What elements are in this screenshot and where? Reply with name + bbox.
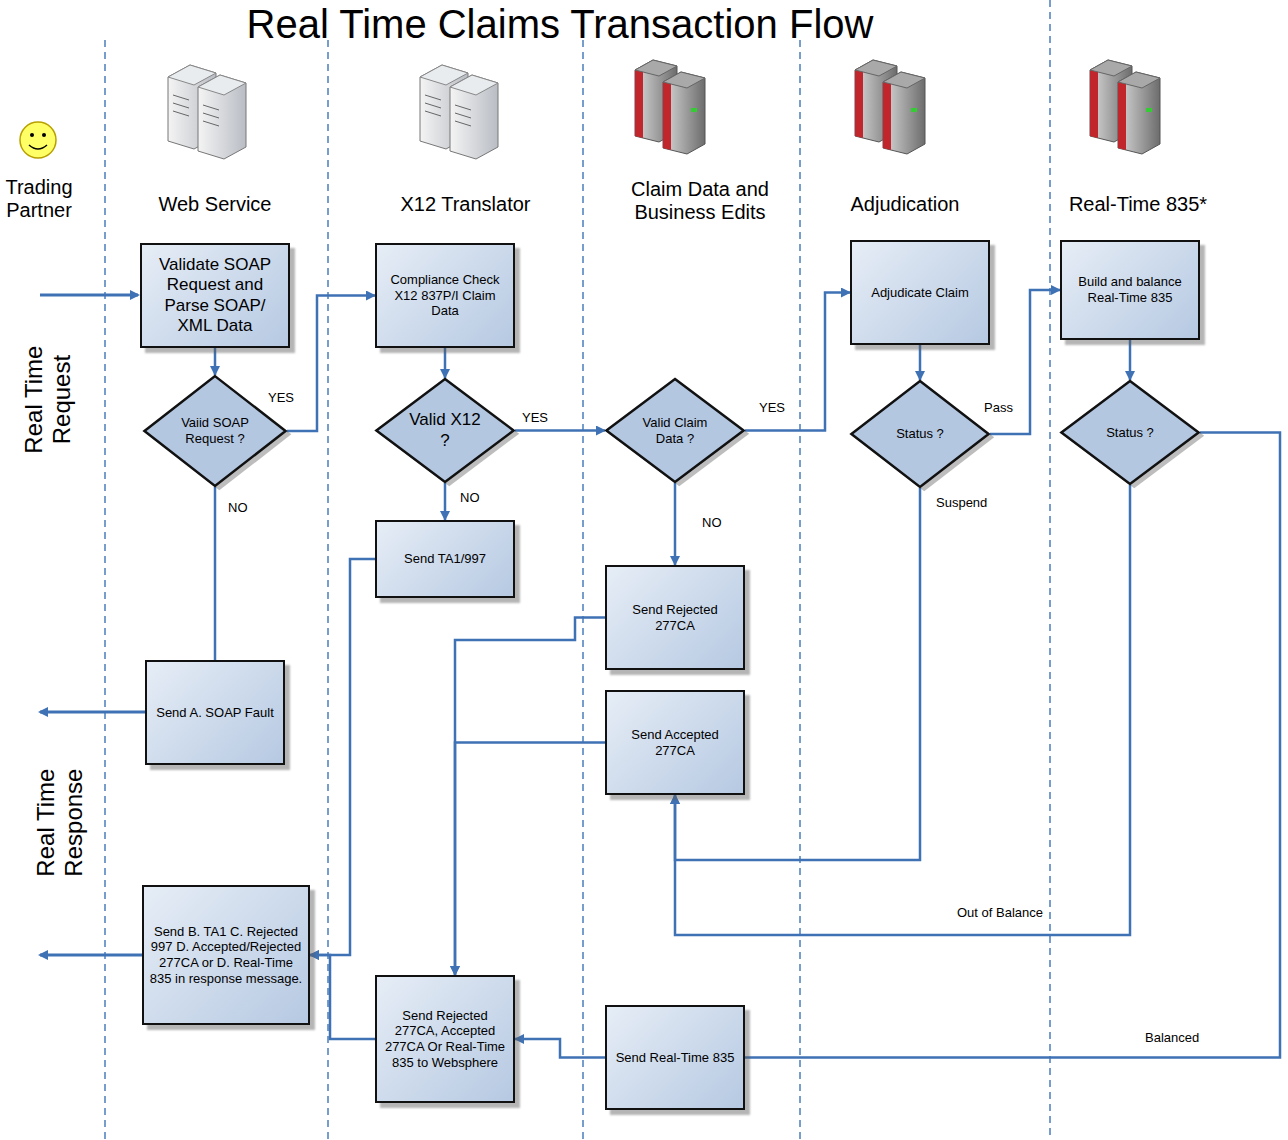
flow-connector xyxy=(675,488,920,860)
lane-label: Real Time Response xyxy=(32,758,87,888)
node-text: Send Rejected 277CA, Accepted 277CA Or R… xyxy=(381,1008,509,1070)
lane-label: Web Service xyxy=(140,193,290,216)
edge-label: Pass xyxy=(982,400,1015,415)
process-box: Send Accepted 277CA xyxy=(605,690,745,795)
flow-connector xyxy=(515,429,605,432)
node-text: Valid Claim Data ? xyxy=(635,415,716,446)
node-text: Send Rejected 277CA xyxy=(611,602,739,633)
process-box: Compliance Check X12 837P/I Claim Data xyxy=(375,243,515,348)
node-text: Send Real-Time 835 xyxy=(616,1050,735,1066)
flow-connector xyxy=(515,1039,605,1058)
process-box: Send B. TA1 C. Rejected 997 D. Accepted/… xyxy=(142,885,310,1025)
process-box: Build and balance Real-Time 835 xyxy=(1060,240,1200,340)
lane-label: Claim Data and Business Edits xyxy=(600,178,800,224)
flow-connector xyxy=(605,433,1280,1058)
lane-label: X12 Translator xyxy=(378,193,553,216)
node-text: Send A. SOAP Fault xyxy=(156,705,274,721)
decision-diamond: Valid Claim Data ? xyxy=(605,378,745,483)
decision-diamond: Valid X12 ? xyxy=(375,378,515,483)
flow-connector xyxy=(745,293,850,431)
edge-label: NO xyxy=(700,515,724,530)
node-text: Compliance Check X12 837P/I Claim Data xyxy=(381,272,509,319)
lane-label: Adjudication xyxy=(830,193,980,216)
lane-label: Real-Time 835* xyxy=(1058,193,1218,216)
flow-connector xyxy=(455,618,605,976)
edge-label: Out of Balance xyxy=(955,905,1045,920)
flow-connector xyxy=(444,348,447,378)
edge-label: Balanced xyxy=(1143,1030,1201,1045)
flow-connector xyxy=(310,955,375,1039)
flow-connector xyxy=(674,483,677,565)
process-box: Send Rejected 277CA, Accepted 277CA Or R… xyxy=(375,975,515,1103)
process-box: Send TA1/997 xyxy=(375,520,515,598)
diagram-title: Real Time Claims Transaction Flow xyxy=(110,2,1010,47)
node-text: Validate SOAP Request and Parse SOAP/ XM… xyxy=(146,255,284,337)
lane-label: Real Time Request xyxy=(20,340,75,460)
edge-label: Suspend xyxy=(934,495,989,510)
edge-label: YES xyxy=(757,400,787,415)
decision-diamond: Status ? xyxy=(850,380,990,488)
flow-connector xyxy=(444,483,447,520)
node-text: Send TA1/997 xyxy=(404,551,486,567)
node-text: Status ? xyxy=(896,426,944,442)
flow-connector xyxy=(310,559,375,955)
edge-label: NO xyxy=(458,490,482,505)
node-text: Valid X12 ? xyxy=(405,410,486,451)
edge-label: YES xyxy=(266,390,296,405)
flow-connector xyxy=(214,487,217,660)
node-text: Send B. TA1 C. Rejected 997 D. Accepted/… xyxy=(148,924,304,986)
flow-connector xyxy=(287,296,375,432)
flow-connector xyxy=(455,743,605,976)
process-box: Send A. SOAP Fault xyxy=(145,660,285,765)
process-box: Send Real-Time 835 xyxy=(605,1005,745,1110)
node-text: Vaiid SOAP Request ? xyxy=(173,415,257,446)
node-text: Send Accepted 277CA xyxy=(611,727,739,758)
flow-connector xyxy=(919,345,922,380)
edge-label: YES xyxy=(520,410,550,425)
node-text: Build and balance Real-Time 835 xyxy=(1066,274,1194,305)
lane-label: Trading Partner xyxy=(0,176,78,222)
flow-connector xyxy=(214,348,217,375)
process-box: Adjudicate Claim xyxy=(850,240,990,345)
node-text: Status ? xyxy=(1106,425,1154,441)
edge-label: NO xyxy=(226,500,250,515)
flow-connector xyxy=(1129,340,1132,380)
process-box: Validate SOAP Request and Parse SOAP/ XM… xyxy=(140,243,290,348)
process-box: Send Rejected 277CA xyxy=(605,565,745,670)
node-text: Adjudicate Claim xyxy=(871,285,969,301)
decision-diamond: Status ? xyxy=(1060,380,1200,485)
